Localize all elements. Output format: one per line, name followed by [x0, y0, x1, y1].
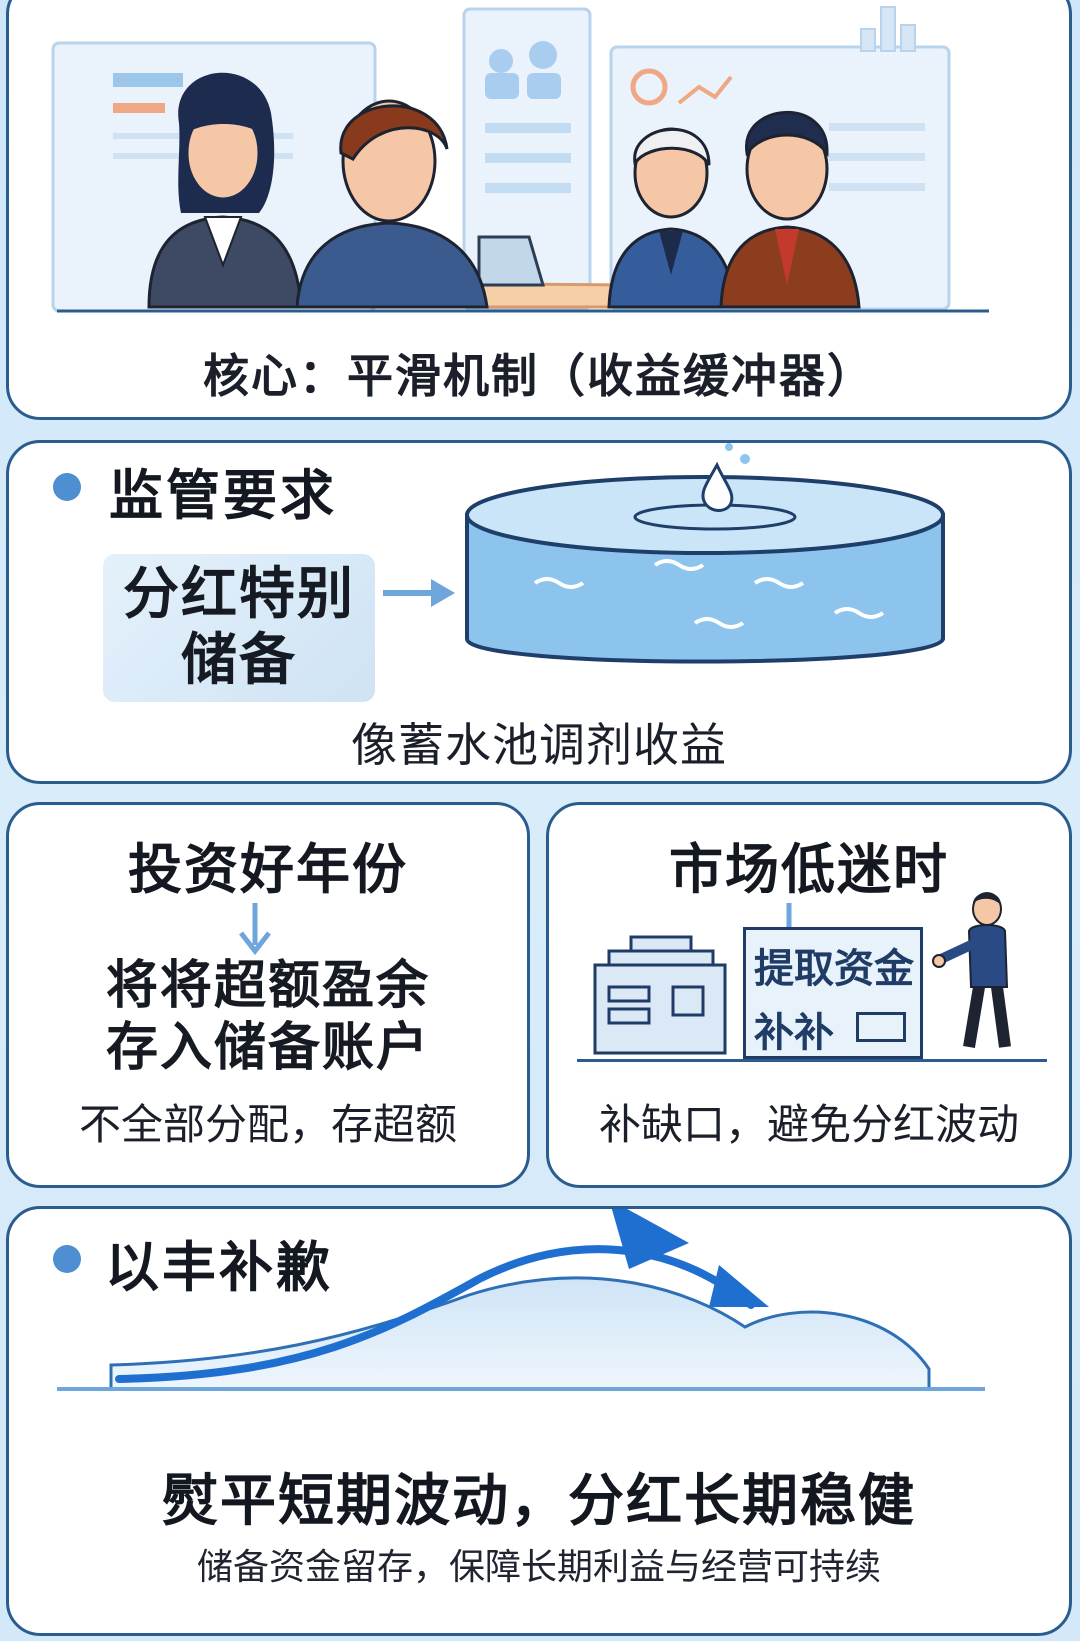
surplus-deposit-text: 将将超额盈余 存入储备账户	[9, 955, 527, 1079]
mechanism-header-panel: 核心：平滑机制（收益缓冲器）	[6, 0, 1072, 420]
man-brown-suit-figure	[719, 110, 861, 309]
bullet-dot	[53, 473, 81, 501]
surplus-line-1: 将将超额盈余	[105, 956, 430, 1016]
sign-line-1: 提取资金	[754, 946, 914, 992]
document-center	[462, 7, 592, 311]
businesswoman-figure	[147, 72, 303, 309]
good-years-title: 投资好年份	[128, 838, 408, 901]
sign-box-mark	[856, 1012, 906, 1042]
reservoir-caption: 像蓄水池调剂收益	[351, 718, 727, 772]
good-years-panel: 投资好年份 将将超额盈余 存入储备账户 不全部分配，存超额	[6, 802, 530, 1188]
good-years-footer: 不全部分配，存超额	[78, 1100, 457, 1149]
sign-line-2: 补补	[754, 1010, 834, 1056]
market-downturn-footer: 补缺口，避免分红波动	[598, 1100, 1019, 1149]
smoothing-curve-illustration	[57, 1209, 985, 1391]
regulation-title: 监管要求	[109, 464, 337, 527]
mechanism-caption: 核心：平滑机制（收益缓冲器）	[203, 349, 875, 403]
bullet-dot	[53, 1245, 81, 1273]
smoothing-subcaption: 储备资金留存，保障长期利益与经营可持续	[196, 1547, 881, 1588]
smoothing-panel: 以丰补歉 熨平短期波动，分红长期稳健 储备资金留存，保障长期利益与经营可持续	[6, 1206, 1072, 1636]
market-downturn-panel: 市场低迷时 提取资金 补补 补缺口，避免分红波动	[546, 802, 1072, 1188]
surplus-line-2: 存入储备账户	[105, 1018, 430, 1078]
down-arrow-icon	[239, 903, 271, 956]
market-downturn-title: 市场低迷时	[669, 838, 949, 901]
water-reservoir-icon	[465, 443, 945, 664]
withdraw-funds-sign: 提取资金 补补	[743, 927, 923, 1059]
ground-line	[577, 1059, 1047, 1062]
business-meeting-illustration	[51, 6, 989, 313]
right-arrow-icon	[383, 579, 455, 607]
man-seen-from-back	[295, 99, 489, 309]
smoothing-title: 以丰补歉	[105, 1236, 333, 1299]
smoothing-caption: 熨平短期波动，分红长期稳健	[162, 1469, 916, 1534]
dividend-reserve-label: 分红特别储备	[103, 554, 375, 702]
regulation-panel: 监管要求 分红特别储备 像蓄水池调剂收益	[6, 440, 1072, 784]
bank-building-icon	[593, 935, 727, 1055]
gray-haired-man-figure	[607, 127, 737, 309]
businessman-pointing-figure	[932, 892, 1011, 1048]
